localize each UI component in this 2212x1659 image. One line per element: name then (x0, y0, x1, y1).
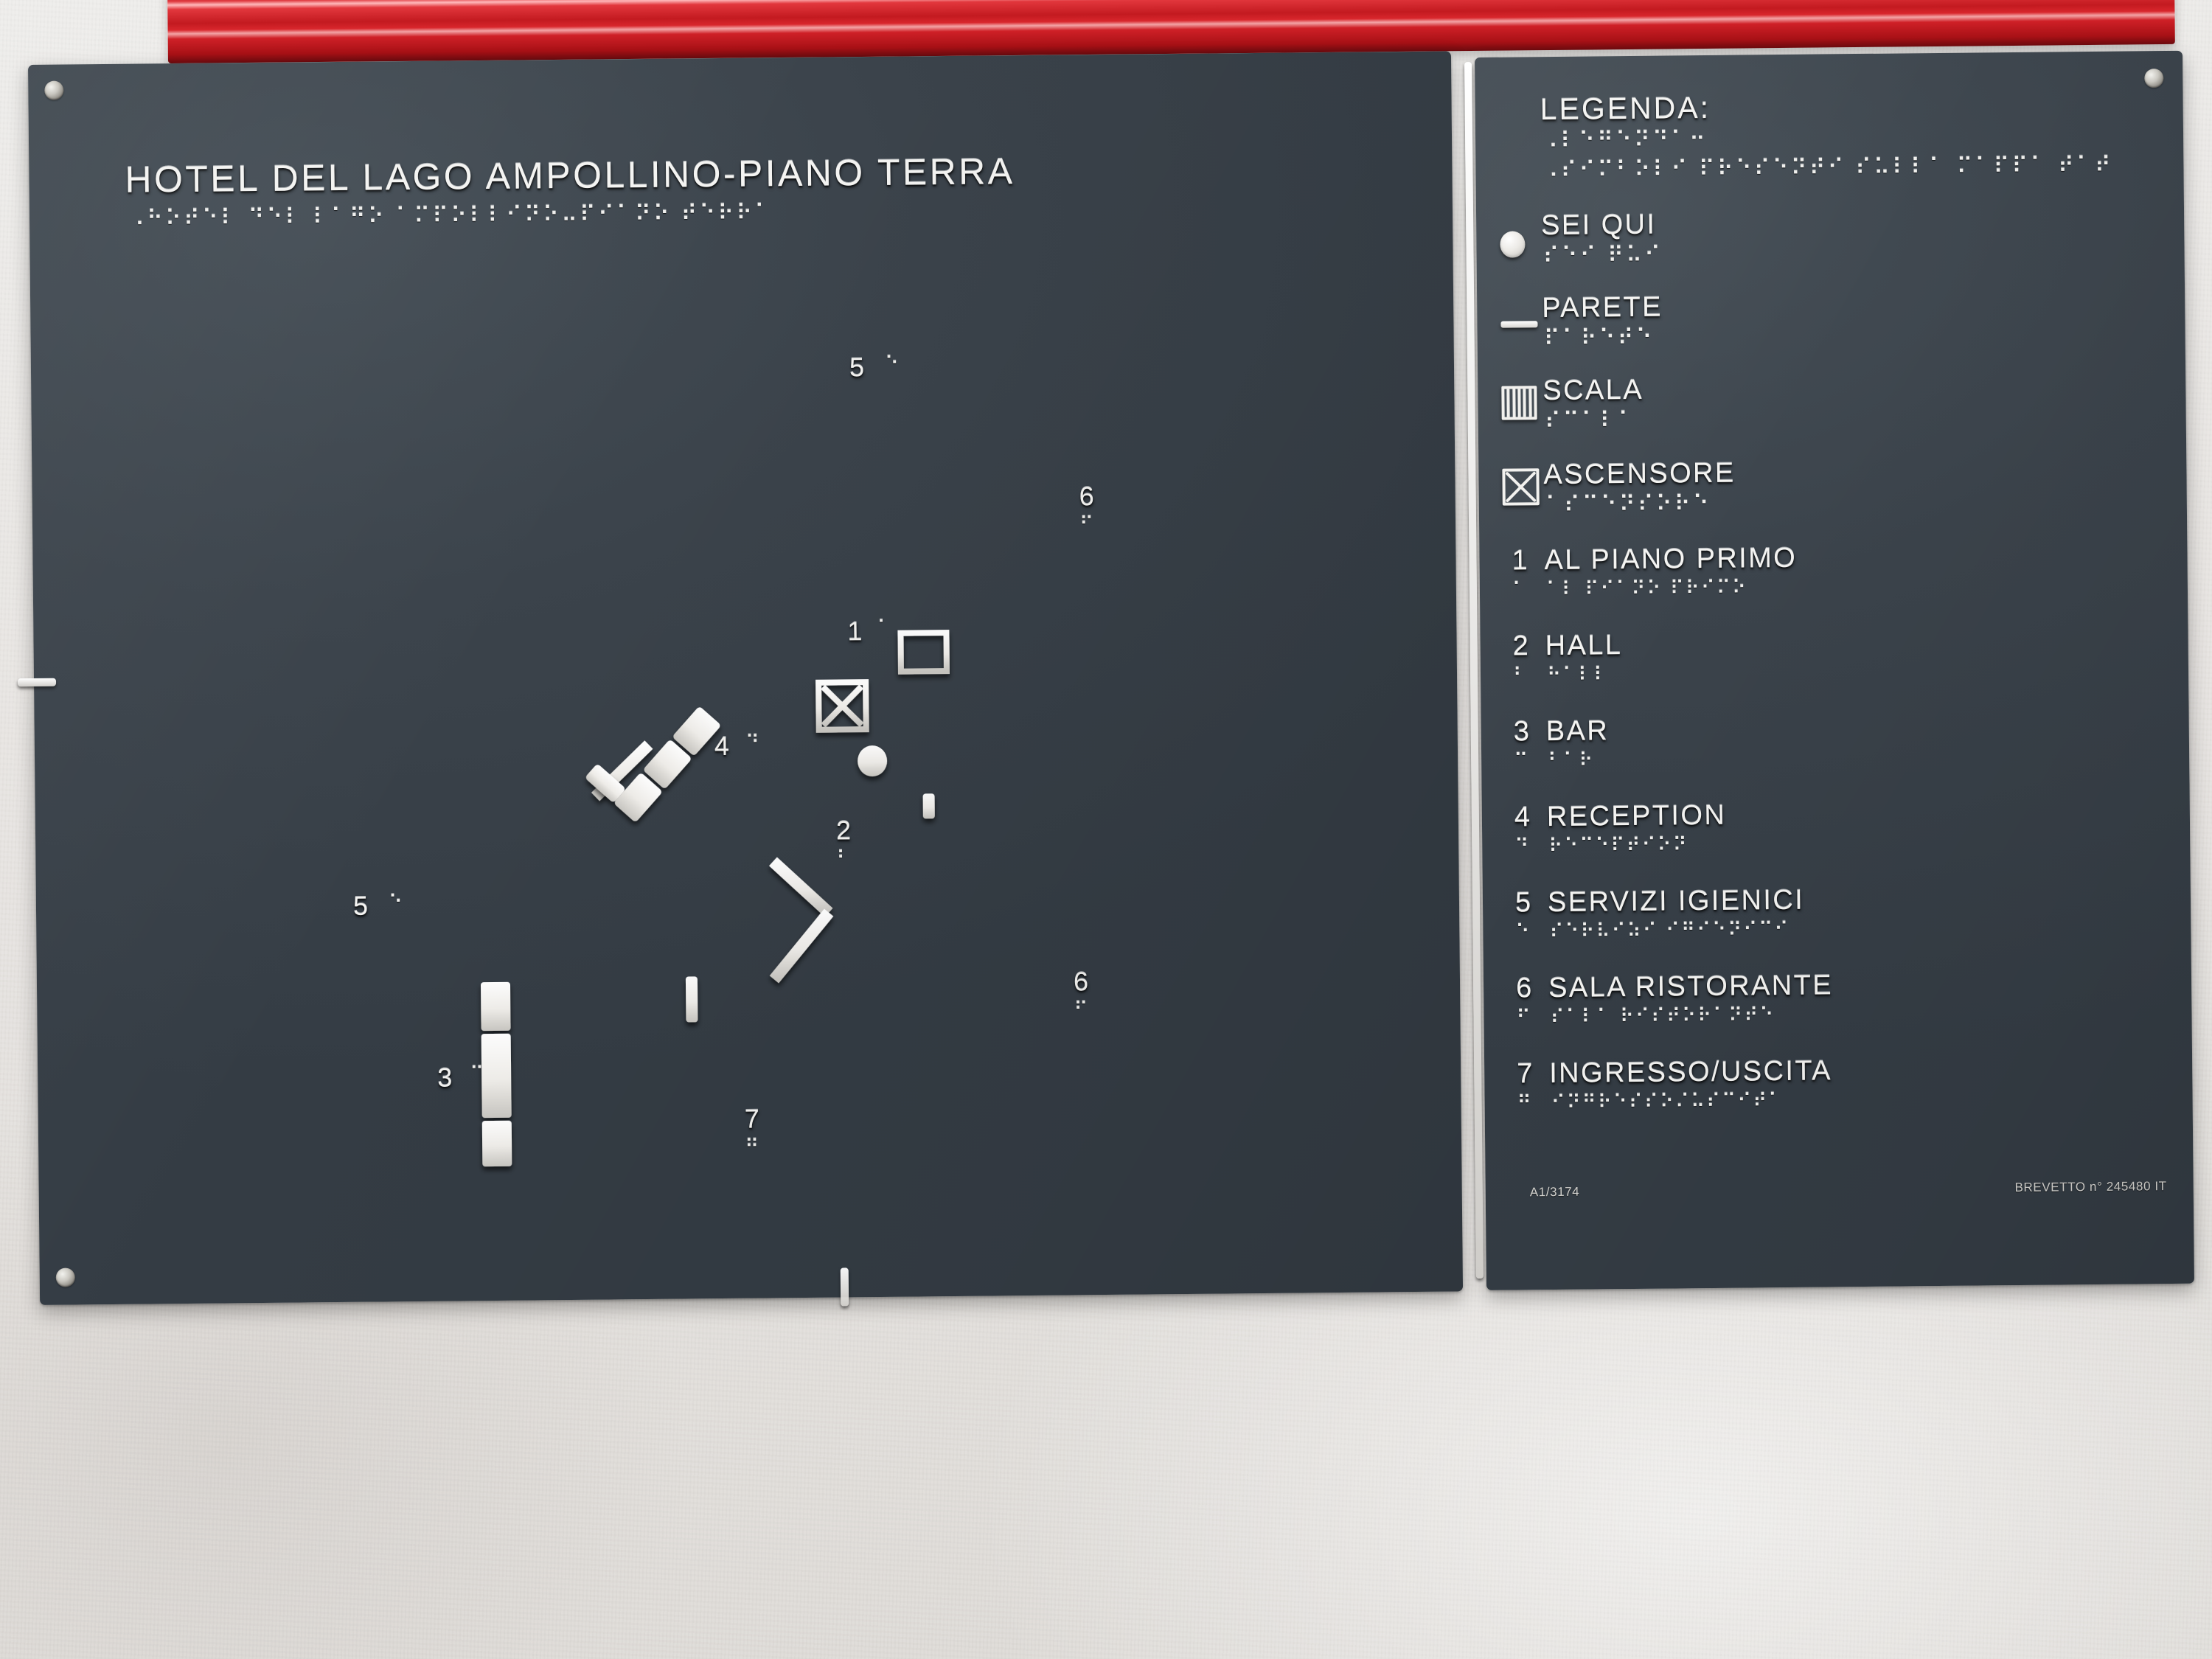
legend-entry-number: 6 (1515, 973, 1532, 1004)
legend-entry-braille: ⠓⠁⠇⠇ (1546, 664, 1610, 687)
legend-symbol-parete: PARETE ⠏⠁⠗⠑⠞⠑ (1477, 287, 2185, 352)
legend-entry-label: AL PIANO PRIMO (1544, 542, 1798, 577)
screw-top-left (44, 80, 64, 100)
room-marker-1-number: 1 (847, 616, 863, 647)
wall-line-icon (1500, 321, 1538, 328)
legend-entry-braille: ⠎⠑⠗⠧⠊⠵⠊ ⠊⠛⠊⠑⠝⠊⠉⠊ (1549, 918, 1790, 944)
room-marker-5-upper-braille: ⠑ (884, 352, 901, 375)
room-marker-5-lower-number: 5 (352, 890, 369, 921)
legend-symbol-sei-qui: SEI QUI ⠎⠑⠊ ⠟⠥⠊ (1476, 204, 2184, 269)
legend-entry-braille: ⠗⠑⠉⠑⠏⠞⠊⠕⠝ (1548, 834, 1688, 858)
legend-entry-6: 6 ⠋ SALA RISTORANTE ⠎⠁⠇⠁ ⠗⠊⠎⠞⠕⠗⠁⠝⠞⠑ (1484, 967, 2191, 1029)
you-are-here-dot-icon-plan (858, 745, 888, 777)
legend-entry-4: 4 ⠙ RECEPTION ⠗⠑⠉⠑⠏⠞⠊⠕⠝ (1482, 796, 2190, 858)
legend-symbol-braille: ⠎⠉⠁⠇⠁ (1544, 407, 1637, 435)
room-marker-3-braille: ⠉ (470, 1063, 486, 1086)
screw-bottom-left (55, 1267, 75, 1287)
legend-heading-braille-line1: ⠠⠇⠑⠛⠑⠝⠙⠁⠒ (1541, 126, 1708, 155)
legend-entry-3: 3 ⠉ BAR ⠃⠁⠗ (1481, 710, 2189, 772)
legend-entry-number: 3 (1513, 716, 1530, 748)
legend-entry-1: 1 ⠁ AL PIANO PRIMO ⠁⠇ ⠏⠊⠁⠝⠕ ⠏⠗⠊⠍⠕ (1479, 539, 2187, 602)
legend-entry-label: INGRESSO/USCITA (1549, 1055, 1833, 1090)
legend-entry-5: 5 ⠑ SERVIZI IGIENICI ⠎⠑⠗⠧⠊⠵⠊ ⠊⠛⠊⠑⠝⠊⠉⠊ (1483, 881, 2191, 944)
legend-symbol-label: ASCENSORE (1543, 457, 1736, 491)
legend-entry-number: 4 (1514, 801, 1531, 833)
room-marker-2-number: 2 (835, 815, 852, 846)
legend-entry-2: 2 ⠃ HALL ⠓⠁⠇⠇ (1480, 625, 2188, 686)
room-marker-5-upper-number: 5 (849, 352, 865, 383)
legend-entry-label: HALL (1545, 630, 1623, 662)
legend-entry-label: SERVIZI IGIENICI (1547, 884, 1805, 919)
screw-top-right (2144, 69, 2164, 88)
room-marker-6-lower-braille: ⠋ (1074, 998, 1090, 1021)
legend-symbol-braille: ⠏⠁⠗⠑⠞⠑ (1543, 324, 1655, 352)
legend-entry-label: BAR (1545, 715, 1610, 748)
stairs-icon (1501, 386, 1537, 420)
legend-entry-number-braille: ⠋ (1516, 1006, 1532, 1029)
room-marker-4-braille: ⠙ (745, 731, 762, 754)
legend-symbol-ascensore: ASCENSORE ⠁⠎⠉⠑⠝⠎⠕⠗⠑ (1478, 453, 2186, 518)
product-code-label: A1/3174 (1529, 1184, 1580, 1200)
room-marker-7-number: 7 (744, 1103, 759, 1134)
legend-symbol-label: SCALA (1543, 374, 1644, 407)
legend-entry-number-braille: ⠑ (1515, 921, 1531, 944)
legend-entry-braille: ⠁⠇ ⠏⠊⠁⠝⠕ ⠏⠗⠊⠍⠕ (1545, 577, 1748, 602)
legend-symbol-scala: SCALA ⠎⠉⠁⠇⠁ (1478, 369, 2185, 434)
room-marker-6-upper-number: 6 (1079, 481, 1094, 512)
legend-symbol-braille: ⠁⠎⠉⠑⠝⠎⠕⠗⠑ (1545, 490, 1711, 519)
room-marker-2-braille: ⠃ (836, 847, 852, 870)
legend-entry-number: 7 (1517, 1058, 1533, 1090)
room-marker-6-upper-braille: ⠋ (1079, 513, 1096, 536)
legend-entry-number-braille: ⠉ (1514, 750, 1530, 773)
legend-entry-7: 7 ⠛ INGRESSO/USCITA ⠊⠝⠛⠗⠑⠎⠎⠕⠌⠥⠎⠉⠊⠞⠁ (1484, 1052, 2192, 1114)
legend-entry-number-braille: ⠃ (1512, 664, 1529, 687)
legend-symbol-braille: ⠎⠑⠊ ⠟⠥⠊ (1543, 242, 1663, 270)
stairs-icon-plan (897, 630, 950, 675)
legend-symbol-label: SEI QUI (1540, 209, 1657, 242)
legend-entry-number: 2 (1512, 630, 1529, 662)
legend-entry-label: RECEPTION (1546, 799, 1727, 833)
dot-icon (1500, 231, 1526, 258)
room-marker-6-lower-number: 6 (1073, 966, 1089, 997)
legend-entry-number-braille: ⠁ (1512, 579, 1528, 602)
floorplan-sign-plate: HOTEL DEL LAGO AMPOLLINO-PIANO TERRA ⠠⠓⠕… (17, 51, 1464, 1307)
legend-entry-braille: ⠊⠝⠛⠗⠑⠎⠎⠕⠌⠥⠎⠉⠊⠞⠁ (1551, 1090, 1784, 1115)
legend-entry-number: 1 (1512, 545, 1528, 577)
legend-entry-braille: ⠎⠁⠇⠁ ⠗⠊⠎⠞⠕⠗⠁⠝⠞⠑ (1550, 1004, 1775, 1029)
room-marker-1-braille: ⠁ (877, 616, 893, 639)
legend-entry-braille: ⠃⠁⠗ (1548, 749, 1595, 773)
elevator-icon-plan (815, 679, 869, 733)
legend-heading: LEGENDA: (1540, 90, 1711, 127)
floorplan-drawing (302, 302, 1222, 1175)
legend-heading-braille-line2: ⠠⠎⠊⠍⠃⠕⠇⠊ ⠏⠗⠑⠎⠑⠝⠞⠊ ⠎⠥⠇⠇⠁ ⠍⠁⠏⠏⠁ ⠞⠁⠞ (1542, 152, 2113, 184)
room-marker-3-number: 3 (437, 1062, 453, 1093)
legend-sign-plate: LEGENDA: ⠠⠇⠑⠛⠑⠝⠙⠁⠒ ⠠⠎⠊⠍⠃⠕⠇⠊ ⠏⠗⠑⠎⠑⠝⠞⠊ ⠎⠥⠇… (1464, 50, 2195, 1290)
legend-entry-number: 5 (1514, 887, 1531, 919)
legend-symbol-label: PARETE (1542, 291, 1663, 324)
room-marker-5-lower-braille: ⠑ (388, 891, 405, 914)
legend-entry-number-braille: ⠛ (1517, 1092, 1533, 1115)
room-marker-7-braille: ⠛ (744, 1135, 761, 1158)
room-marker-4-number: 4 (714, 730, 730, 762)
patent-number-label: BREVETTO n° 245480 IT (2014, 1179, 2167, 1195)
elevator-icon (1502, 468, 1540, 506)
legend-entry-label: SALA RISTORANTE (1548, 970, 1834, 1004)
legend-entry-number-braille: ⠙ (1514, 835, 1531, 858)
